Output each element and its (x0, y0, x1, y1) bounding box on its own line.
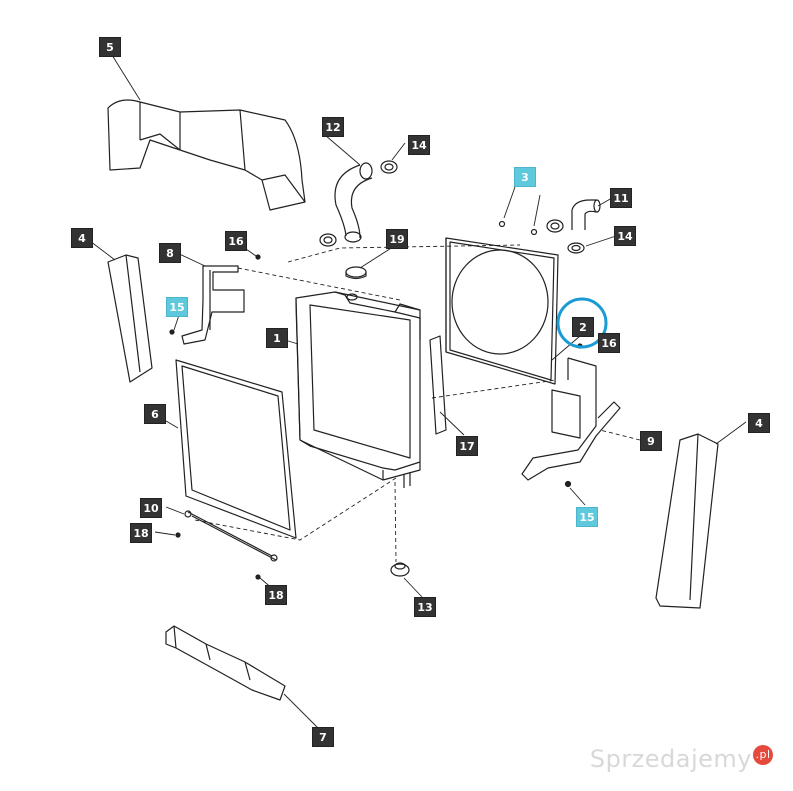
callout-15-right: 15 (576, 507, 598, 527)
callout-2: 2 (572, 317, 594, 337)
callout-17: 17 (456, 436, 478, 456)
callout-13: 13 (414, 597, 436, 617)
part-19-radiator-cap (345, 266, 367, 280)
callout-1: 1 (266, 328, 288, 348)
callout-15-left: 15 (166, 297, 188, 317)
callout-16-left: 16 (225, 231, 247, 251)
part-4-side-panel-right (655, 433, 719, 609)
part-11-elbow-hose (571, 199, 601, 230)
callout-16-right: 16 (598, 333, 620, 353)
callout-14-top: 14 (408, 135, 430, 155)
part-2-fan-shroud (445, 237, 559, 385)
callout-4-right: 4 (748, 413, 770, 433)
part-13-grommet (390, 562, 410, 577)
callout-9: 9 (640, 431, 662, 451)
watermark: Sprzedajemy.pl (590, 745, 773, 773)
callout-8: 8 (159, 243, 181, 263)
callout-7: 7 (312, 727, 334, 747)
part-8-bracket (181, 265, 245, 345)
callout-3: 3 (514, 167, 536, 187)
highlight-circle-marker (556, 297, 608, 349)
part-10-rod (184, 510, 278, 562)
part-1-radiator (295, 291, 421, 488)
screws (169, 254, 583, 580)
callout-5: 5 (99, 37, 121, 57)
part-4-side-panel-left (107, 254, 153, 383)
callout-19: 19 (386, 229, 408, 249)
part-9-bracket (521, 357, 621, 481)
part-7-lower-duct (165, 625, 286, 701)
callout-14-right: 14 (614, 226, 636, 246)
part-6-seal-frame (175, 359, 297, 539)
callout-12: 12 (322, 117, 344, 137)
part-5-upper-duct (107, 99, 306, 211)
watermark-text: Sprzedajemy (589, 745, 752, 773)
callout-4-left: 4 (71, 228, 93, 248)
part-12-hose (334, 162, 373, 243)
part-3-bolts (498, 220, 538, 236)
callout-18-left: 18 (130, 523, 152, 543)
callout-10: 10 (140, 498, 162, 518)
watermark-badge: .pl (753, 745, 773, 765)
leader-lines (85, 54, 747, 729)
part-14-hose-clamps (319, 160, 585, 254)
callout-11: 11 (610, 188, 632, 208)
callout-6: 6 (144, 404, 166, 424)
callout-18-bottom: 18 (265, 585, 287, 605)
part-17-side-plate (429, 335, 447, 435)
